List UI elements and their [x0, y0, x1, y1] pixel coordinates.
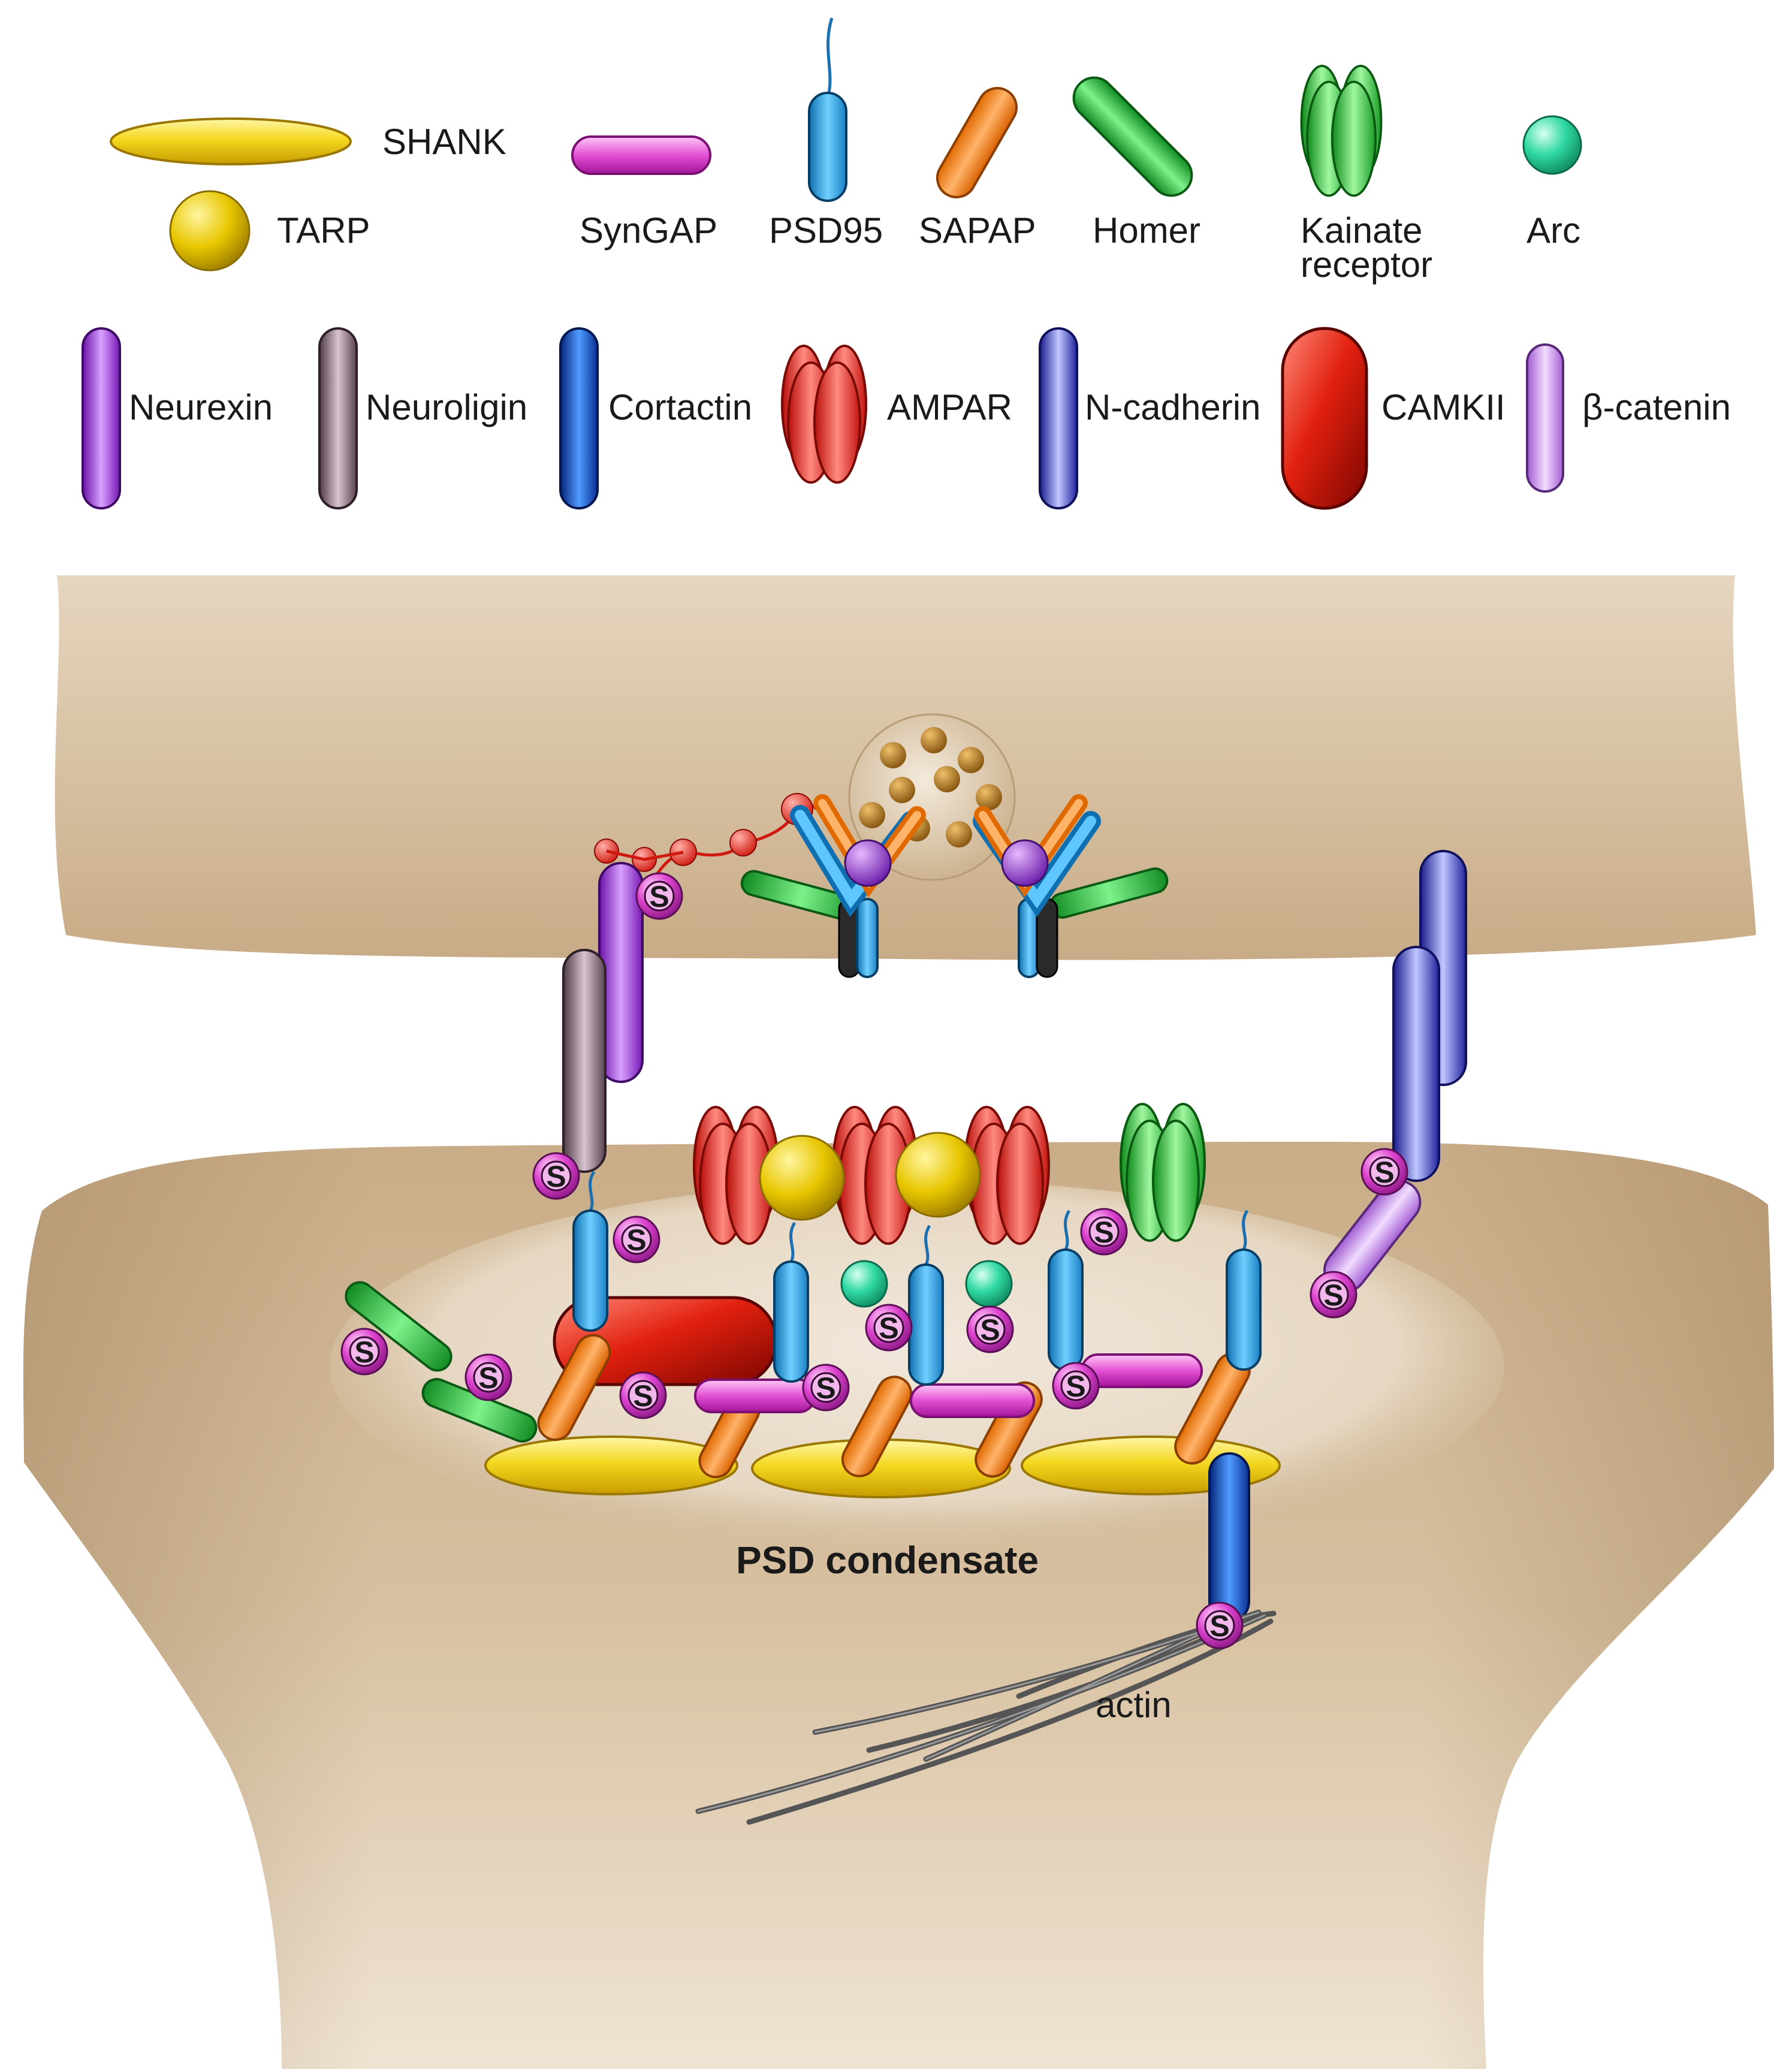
psd-condensate-label: PSD condensate: [736, 1539, 1039, 1582]
legend-psd95-label: PSD95: [769, 210, 883, 251]
release-complex-left: [740, 794, 926, 978]
tarp-protein: [759, 1132, 981, 1221]
presynaptic-proteins: S: [594, 793, 1467, 1182]
legend-syngap-icon: [571, 135, 711, 175]
legend-bcatenin-icon: [1526, 343, 1564, 493]
legend-neuroligin-label: Neuroligin: [366, 387, 527, 427]
legend-arc-label: Arc: [1526, 210, 1580, 251]
legend-neuroligin-icon: [318, 327, 358, 509]
arc-protein: [840, 1260, 1013, 1308]
legend-sapap-icon: [936, 87, 1018, 198]
ncadherin-protein: [1392, 850, 1467, 1182]
legend-sapap-label: SAPAP: [919, 210, 1036, 251]
legend-kainate-icon: [1300, 64, 1383, 197]
legend-arc-icon: [1522, 115, 1582, 175]
s-label: S: [1374, 1156, 1394, 1189]
postsynaptic-proteins: S S S S S S S S S S S S S PSD: [340, 949, 1422, 1825]
legend-homer-label: Homer: [1093, 210, 1200, 251]
legend-neurexin-icon: [82, 327, 121, 509]
legend-cortactin-icon: [559, 327, 599, 509]
s-label: S: [649, 880, 669, 913]
postsynaptic-spine: [23, 1142, 1774, 2069]
s-label: S: [816, 1371, 835, 1405]
legend-ncadherin-icon: [1039, 327, 1078, 509]
s-label: S: [980, 1313, 1000, 1347]
ampar-protein: [693, 1106, 1050, 1245]
s-label: S: [1094, 1216, 1114, 1249]
s-label: S: [633, 1379, 653, 1413]
legend-ampar-icon: [781, 345, 867, 484]
actin-label: actin: [1096, 1685, 1172, 1725]
s-label: S: [879, 1311, 898, 1345]
s-label: S: [354, 1335, 374, 1369]
legend-tarp-icon: [169, 190, 251, 272]
s-label: S: [1209, 1609, 1229, 1643]
legend-homer-icon: [1072, 76, 1193, 197]
s-label: S: [546, 1160, 566, 1193]
legend-shank-label: SHANK: [382, 122, 506, 162]
legend-kainate-label-1: Kainate: [1301, 210, 1423, 251]
legend-cortactin-label: Cortactin: [608, 387, 752, 427]
bead-chain: [594, 793, 826, 881]
legend: SHANK TARP SynGAP PSD95 SAPAP Homer: [82, 17, 1731, 510]
legend-kainate-label-2: receptor: [1301, 245, 1432, 285]
presynaptic-terminal: [55, 575, 1756, 960]
s-label: S: [1066, 1370, 1085, 1403]
legend-shank-icon: [110, 117, 352, 165]
legend-tarp-label: TARP: [277, 210, 370, 251]
legend-syngap-label: SynGAP: [580, 210, 717, 251]
legend-psd95-icon: [808, 17, 847, 202]
s-label: S: [478, 1361, 498, 1395]
s-badges: S S S S S S S S S S S S S: [340, 1148, 1408, 1649]
legend-camkii-label: CAMKII: [1381, 387, 1506, 427]
s-label: S: [1323, 1278, 1343, 1312]
legend-ampar-label: AMPAR: [887, 387, 1012, 427]
legend-neurexin-label: Neurexin: [129, 387, 273, 427]
cortactin-protein: [1208, 1452, 1250, 1622]
s-label: S: [626, 1223, 646, 1257]
release-complex-right: [973, 794, 1169, 978]
syngap-protein: [694, 1353, 1203, 1418]
legend-ncadherin-label: N-cadherin: [1085, 387, 1260, 427]
neuroligin-protein: [562, 949, 607, 1173]
legend-camkii-icon: [1281, 327, 1368, 510]
kainate-receptor: [1120, 1103, 1206, 1242]
legend-bcatenin-label: β-catenin: [1582, 387, 1731, 427]
